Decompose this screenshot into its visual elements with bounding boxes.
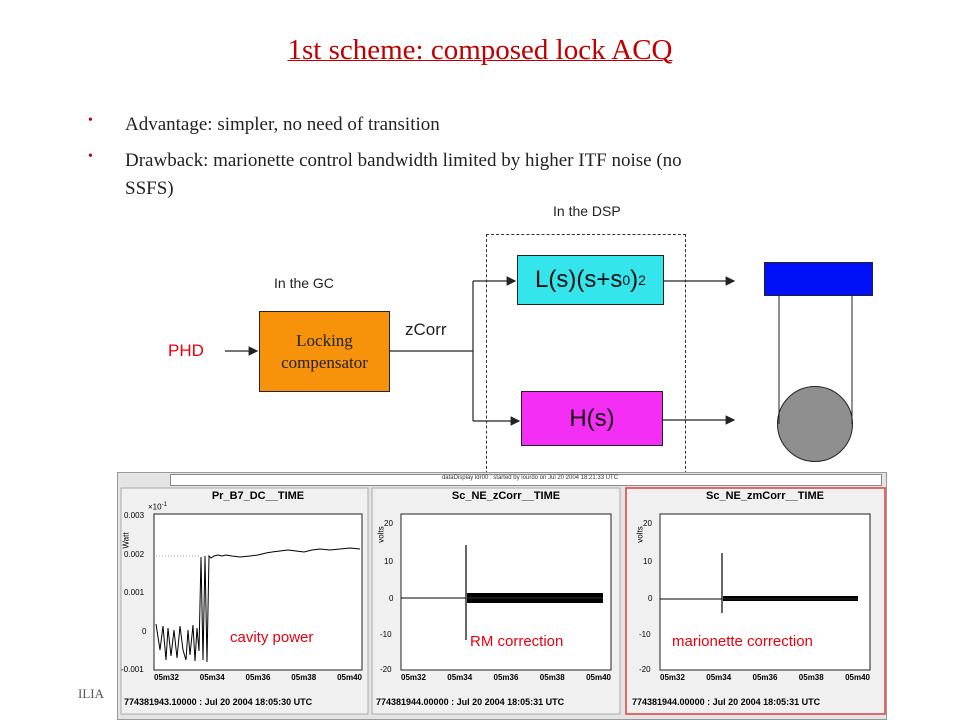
in-gc-label: In the GC [274, 275, 334, 291]
plot1-ytick: 0 [142, 627, 147, 636]
plot3-ytick: 20 [643, 519, 652, 528]
plot1-ytick: 0.001 [124, 588, 145, 597]
h-transfer-block: H(s) [521, 391, 663, 446]
plot3-ytick: -10 [639, 630, 651, 639]
slide-title: 1st scheme: composed lock ACQ [287, 34, 673, 66]
plot2-ytick: 0 [389, 594, 394, 603]
plot1-ytick: -0.001 [121, 665, 144, 674]
plot3-ytick: 10 [643, 557, 652, 566]
plot1-multiplier: ×10-1 [148, 502, 167, 512]
zcorr-label: zCorr [405, 320, 447, 339]
plot1-title: Pr_B7_DC__TIME [211, 490, 305, 502]
rm-correction-annotation: RM correction [470, 633, 564, 650]
l-block-sup: 2 [638, 272, 646, 288]
plot1-yunit: Watt [121, 532, 131, 549]
plot2-area [400, 513, 612, 671]
bullet-marker: • [88, 149, 93, 164]
plot1-trace [155, 547, 361, 663]
mirror-ball [777, 386, 853, 462]
plot3-area [659, 513, 871, 671]
l-block-sub: 0 [622, 272, 631, 288]
bullet-advantage: Advantage: simpler, no need of transitio… [125, 114, 440, 135]
cavity-power-annotation: cavity power [230, 629, 314, 646]
locking-compensator-block: Locking compensator [259, 311, 390, 392]
plot2-timestamp: 774381944.00000 : Jul 20 2004 18:05:31 U… [376, 697, 565, 707]
plot1-area [153, 513, 363, 671]
footer-text: ILIA [78, 686, 104, 701]
plot3-yunit: volts [635, 526, 645, 543]
marionette-block [764, 262, 873, 296]
l-block-close: ) [630, 266, 639, 293]
plot1-timestamp: 774381943.10000 : Jul 20 2004 18:05:30 U… [124, 697, 313, 707]
plot2-ytick: 20 [384, 519, 393, 528]
plot2-yunit: volts [376, 526, 386, 543]
plot2-ytick: -20 [380, 665, 392, 674]
plot3-ytick: 0 [648, 594, 653, 603]
plot1-ytick: 0.002 [124, 550, 145, 559]
in-dsp-label: In the DSP [553, 203, 621, 219]
l-block-main: L(s)(s+s [535, 266, 623, 293]
plot1-ytick: 0.003 [124, 511, 145, 520]
plot3-title: Sc_NE_zmCorr__TIME [706, 490, 824, 502]
plot2-ytick: -10 [380, 630, 392, 639]
screenshot-header-bar [170, 474, 882, 486]
phd-label: PHD [168, 341, 204, 360]
plot3-noise-band [723, 596, 858, 601]
bullet-drawback-cont: SSFS) [125, 178, 174, 199]
plot2-ytick: 10 [384, 557, 393, 566]
plot2-title: Sc_NE_zCorr__TIME [451, 490, 561, 502]
bullet-marker: • [88, 113, 93, 128]
marionette-correction-annotation: marionette correction [672, 633, 813, 650]
bullet-drawback: Drawback: marionette control bandwidth l… [125, 150, 682, 171]
plot3-timestamp: 774381944.00000 : Jul 20 2004 18:05:31 U… [632, 697, 821, 707]
plot3-ytick: -20 [639, 665, 651, 674]
screenshot-header: dataDisplay ldr00 : started by lourdo on… [441, 475, 619, 481]
locking-line-2: compensator [281, 352, 368, 372]
locking-line-1: Locking [296, 330, 353, 350]
